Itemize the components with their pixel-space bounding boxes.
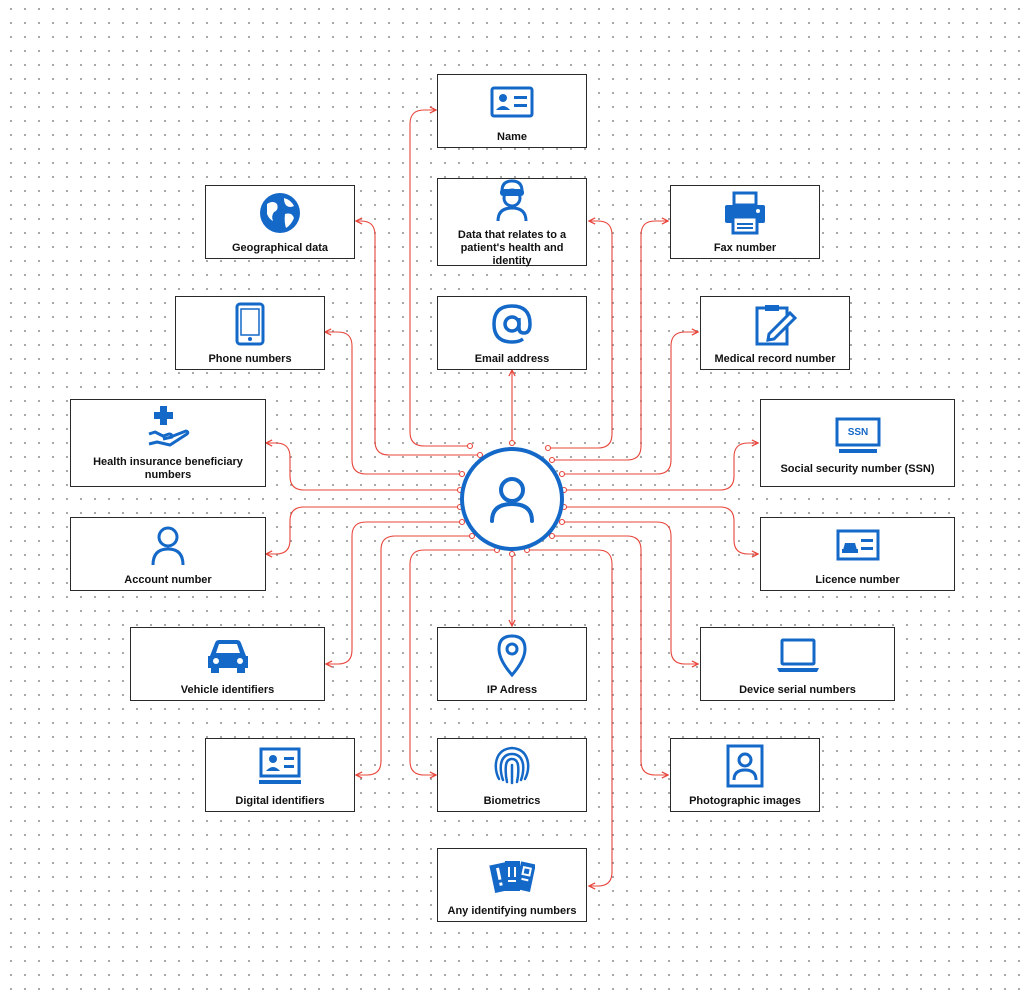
node-label: Digital identifiers [235, 794, 325, 807]
connector-insurance [266, 443, 460, 491]
connector-phone [325, 332, 462, 475]
node-name: Name [437, 74, 587, 148]
connector-device [562, 521, 698, 664]
node-label: Medical record number [714, 352, 836, 365]
node-label: Any identifying numbers [447, 904, 577, 917]
node-label: Photographic images [689, 794, 801, 807]
node-account-number: Account number [70, 517, 266, 591]
laptop-icon [775, 632, 821, 678]
node-label: Vehicle identifiers [180, 683, 275, 696]
node-email-address: Email address [437, 296, 587, 370]
node-health-insurance-numbers: Health insurance beneficiary numbers [70, 399, 266, 487]
connector-name [409, 110, 470, 447]
car-icon [205, 632, 251, 678]
connector-fax [552, 221, 668, 461]
licence-card-icon [835, 522, 881, 568]
portrait-icon [722, 743, 768, 789]
node-label: Account number [124, 573, 212, 586]
connector-photo [552, 535, 668, 775]
node-label: Fax number [713, 241, 777, 254]
node-label: Health insurance beneficiary numbers [93, 456, 243, 481]
connector-digital [356, 535, 472, 775]
ssn-card-icon: SSN [835, 411, 881, 457]
node-label: Name [497, 130, 527, 143]
central-person-hub [460, 447, 564, 551]
connector-account [266, 506, 460, 554]
connector-health [548, 221, 613, 449]
globe-icon [257, 190, 303, 236]
connector-licence [564, 506, 758, 554]
profile-screen-icon [257, 743, 303, 789]
printer-icon [722, 190, 768, 236]
node-ip-address: IP Adress [437, 627, 587, 701]
connector-medical [562, 332, 698, 475]
node-fax-number: Fax number [670, 185, 820, 259]
node-label: Social security number (SSN) [780, 462, 935, 475]
location-pin-icon [489, 632, 535, 678]
node-biometrics: Biometrics [437, 738, 587, 812]
person-icon [145, 522, 191, 568]
node-digital-identifiers: Digital identifiers [205, 738, 355, 812]
connector-geo [356, 221, 480, 456]
node-social-security-number: SSN Social security number (SSN) [760, 399, 955, 487]
node-label: Biometrics [483, 794, 541, 807]
node-geographical-data: Geographical data [205, 185, 355, 259]
node-medical-record-number: Medical record number [700, 296, 850, 370]
node-any-identifying-numbers: Any identifying numbers [437, 848, 587, 922]
ssn-icon-text: SSN [847, 427, 868, 438]
node-device-serial-numbers: Device serial numbers [700, 627, 895, 701]
clipboard-pen-icon [752, 301, 798, 347]
node-photographic-images: Photographic images [670, 738, 820, 812]
node-phone-numbers: Phone numbers [175, 296, 325, 370]
connector-anynum [527, 549, 613, 886]
node-licence-number: Licence number [760, 517, 955, 591]
node-label: Data that relates to a patient's health … [457, 228, 567, 267]
connector-vehicle [326, 521, 462, 664]
fingerprint-icon [489, 743, 535, 789]
at-sign-icon [489, 301, 535, 347]
user-icon [490, 477, 534, 523]
node-label: Geographical data [232, 241, 328, 254]
connector-biometrics [409, 549, 497, 775]
node-label: Licence number [815, 573, 900, 586]
tablet-icon [227, 301, 273, 347]
connector-ssn [564, 443, 758, 491]
hand-cross-icon [145, 404, 191, 450]
masked-person-icon [489, 177, 535, 223]
id-card-icon [489, 79, 535, 125]
cards-icon [489, 853, 535, 899]
node-vehicle-identifiers: Vehicle identifiers [130, 627, 325, 701]
node-label: Device serial numbers [739, 683, 856, 696]
node-label: Phone numbers [208, 352, 292, 365]
node-label: IP Adress [486, 683, 538, 696]
hub-connection-dots [456, 439, 568, 558]
node-label: Email address [474, 352, 550, 365]
node-health-identity-data: Data that relates to a patient's health … [437, 177, 587, 267]
